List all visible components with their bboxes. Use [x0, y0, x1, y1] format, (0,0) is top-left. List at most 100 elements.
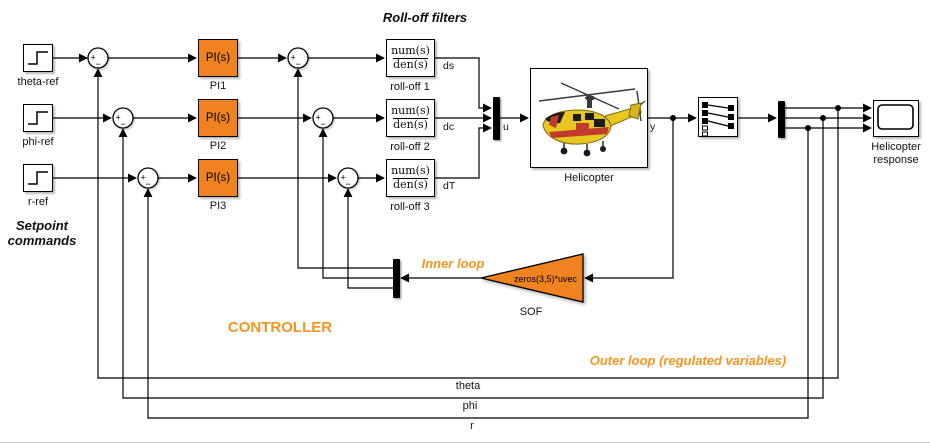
branch-dot: [835, 105, 841, 111]
pi-controller-block-2[interactable]: PI(s): [198, 99, 238, 137]
gain-triangle-icon: [480, 253, 584, 303]
transfer-fn-numerator: num(s): [391, 104, 430, 118]
source-block-theta-ref[interactable]: [23, 44, 53, 72]
feedback-label-r: r: [470, 420, 474, 432]
pi-block-label: PI2: [209, 140, 227, 152]
outer-loop-annotation: Outer loop (regulated variables): [589, 353, 787, 368]
source-block-phi-ref[interactable]: [23, 104, 53, 132]
sum-circle-icon: + −: [87, 47, 109, 69]
pi-block-label: PI3: [209, 200, 227, 212]
transfer-fn-denominator: den(s): [393, 57, 428, 71]
helicopter-plant-block[interactable]: [530, 68, 648, 168]
source-label: theta-ref: [17, 76, 59, 88]
step-icon: [28, 111, 48, 125]
feedback-label-phi: phi: [462, 400, 478, 412]
setpoint-commands-line1: Setpoint: [16, 218, 68, 233]
transfer-fn-numerator: num(s): [391, 164, 430, 178]
plant-label: Helicopter: [564, 172, 614, 184]
sum-circle-icon: + −: [312, 107, 334, 129]
sum-junction-r-outer[interactable]: + −: [136, 166, 160, 190]
sum-minus-sign: −: [321, 119, 326, 129]
source-label: phi-ref: [22, 136, 54, 148]
sof-gain-block[interactable]: zeros(3,5)*uvec: [480, 253, 584, 303]
pi-block-label: PI1: [209, 80, 227, 92]
wire: [435, 123, 492, 179]
sum-junction-theta-outer[interactable]: + −: [86, 46, 110, 70]
pi-block-text: PI(s): [205, 112, 231, 124]
sum-circle-icon: + −: [112, 107, 134, 129]
transfer-fn-numerator: num(s): [391, 44, 430, 58]
pi-controller-block-3[interactable]: PI(s): [198, 159, 238, 197]
wire: [343, 188, 393, 289]
rolloff-block-label: roll-off 3: [390, 201, 430, 213]
pi-block-text: PI(s): [205, 52, 231, 64]
scope-block[interactable]: [873, 100, 919, 137]
sum-plus-sign: +: [291, 53, 296, 63]
sum-plus-sign: +: [141, 173, 146, 183]
signal-label-ds: ds: [443, 60, 455, 72]
signal-label-y: y: [650, 121, 656, 133]
branch-dot: [820, 115, 826, 121]
inner-loop-annotation: Inner loop: [421, 256, 485, 271]
sum-circle-icon: + −: [137, 167, 159, 189]
transfer-fn-denominator: den(s): [393, 117, 428, 131]
wires: [53, 53, 872, 419]
wire-feedback-phi: [118, 118, 824, 399]
selector-block[interactable]: [698, 97, 738, 137]
rolloff-block-label: roll-off 1: [390, 81, 430, 93]
selector-routing-icon: [702, 102, 734, 137]
wire: [435, 57, 492, 113]
branch-dots: [670, 105, 841, 131]
sum-junction-phi-outer[interactable]: + −: [111, 106, 135, 130]
scope-display-icon: [877, 104, 914, 130]
scope-label-line2: response: [873, 154, 919, 166]
source-label: r-ref: [27, 196, 49, 208]
setpoint-commands-line2: commands: [7, 233, 77, 248]
wire-inner-loop-feed: [584, 118, 674, 283]
controller-annotation: CONTROLLER: [227, 319, 333, 336]
rolloff-filter-block-1[interactable]: num(s) den(s): [386, 39, 435, 77]
sum-junction-r-inner[interactable]: + −: [336, 166, 360, 190]
sum-plus-sign: +: [91, 53, 96, 63]
rolloff-filter-block-3[interactable]: num(s) den(s): [386, 159, 435, 197]
sum-circle-icon: + −: [287, 47, 309, 69]
signal-label-dT: dT: [443, 180, 456, 192]
gain-label: SOF: [519, 306, 543, 318]
source-block-r-ref[interactable]: [23, 164, 53, 192]
demux-bar-icon[interactable]: [778, 101, 785, 138]
pi-controller-block-1[interactable]: PI(s): [198, 39, 238, 77]
sum-minus-sign: −: [96, 59, 101, 69]
feedback-label-theta: theta: [455, 380, 481, 392]
signal-label-dc: dc: [443, 121, 455, 133]
sum-junction-phi-inner[interactable]: + −: [311, 106, 335, 130]
inner-demux-bar-icon[interactable]: [393, 259, 400, 298]
sum-junction-theta-inner[interactable]: + −: [286, 46, 310, 70]
wire: [318, 128, 393, 279]
wire: [293, 68, 393, 269]
sum-minus-sign: −: [346, 179, 351, 189]
signal-label-u: u: [503, 121, 509, 133]
gain-expression: zeros(3,5)*uvec: [514, 274, 578, 284]
sum-minus-sign: −: [296, 59, 301, 69]
sum-minus-sign: −: [146, 179, 151, 189]
scope-label-line1: Helicopter: [871, 141, 921, 153]
sum-plus-sign: +: [316, 113, 321, 123]
mux-bar-icon[interactable]: [493, 97, 500, 140]
sum-plus-sign: +: [116, 113, 121, 123]
wire-feedback-r: [143, 128, 809, 419]
branch-dot: [670, 115, 676, 121]
wire-feedback-theta: [93, 68, 839, 379]
pi-block-text: PI(s): [205, 172, 231, 184]
rolloff-filters-title: Roll-off filters: [382, 10, 468, 25]
sum-plus-sign: +: [341, 173, 346, 183]
transfer-fn-denominator: den(s): [393, 177, 428, 191]
step-icon: [28, 51, 48, 65]
rolloff-filter-block-2[interactable]: num(s) den(s): [386, 99, 435, 137]
sum-minus-sign: −: [121, 119, 126, 129]
branch-dot: [805, 125, 811, 131]
helicopter-icon: [538, 82, 646, 157]
step-icon: [28, 171, 48, 185]
sum-circle-icon: + −: [337, 167, 359, 189]
